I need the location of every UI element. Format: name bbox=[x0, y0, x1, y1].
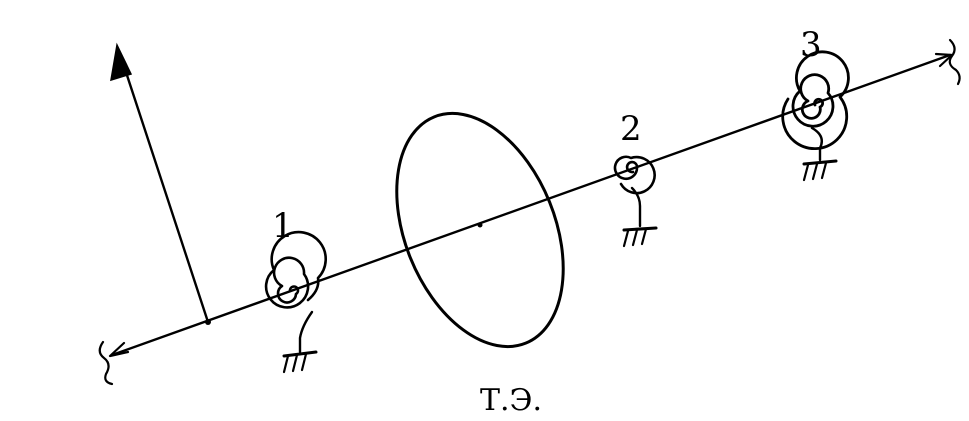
hatched-ground-icon bbox=[622, 226, 658, 248]
spiral-spring-icon bbox=[264, 230, 328, 309]
shaft-left-arrow-icon bbox=[108, 341, 130, 358]
spring-2-lead bbox=[630, 186, 642, 228]
spiral-spring-icon bbox=[781, 50, 850, 150]
spring-1 bbox=[264, 230, 328, 374]
disk-ellipse bbox=[395, 111, 565, 349]
spring-2 bbox=[613, 155, 658, 248]
shaft-left-break-icon bbox=[98, 340, 114, 386]
spring-1-lead bbox=[298, 310, 314, 354]
caption: Т.Э. bbox=[480, 383, 542, 418]
hatched-ground-icon bbox=[802, 159, 838, 182]
hatched-ground-icon bbox=[282, 350, 318, 374]
spring-3 bbox=[781, 50, 850, 182]
disk-center-dot-icon bbox=[477, 222, 483, 228]
spiral-spring-icon bbox=[613, 155, 656, 195]
shaft-line bbox=[110, 53, 952, 357]
vector-arrow-head-icon bbox=[110, 42, 133, 82]
spring-2-label: 2 bbox=[620, 109, 642, 149]
spring-3-label: 3 bbox=[800, 25, 822, 65]
vector-base-dot-icon bbox=[205, 319, 211, 325]
spring-1-label: 1 bbox=[272, 206, 294, 246]
vector-arrow-line bbox=[120, 58, 210, 324]
spring-3-lead bbox=[810, 126, 823, 162]
shaft-right-break-icon bbox=[948, 38, 961, 86]
